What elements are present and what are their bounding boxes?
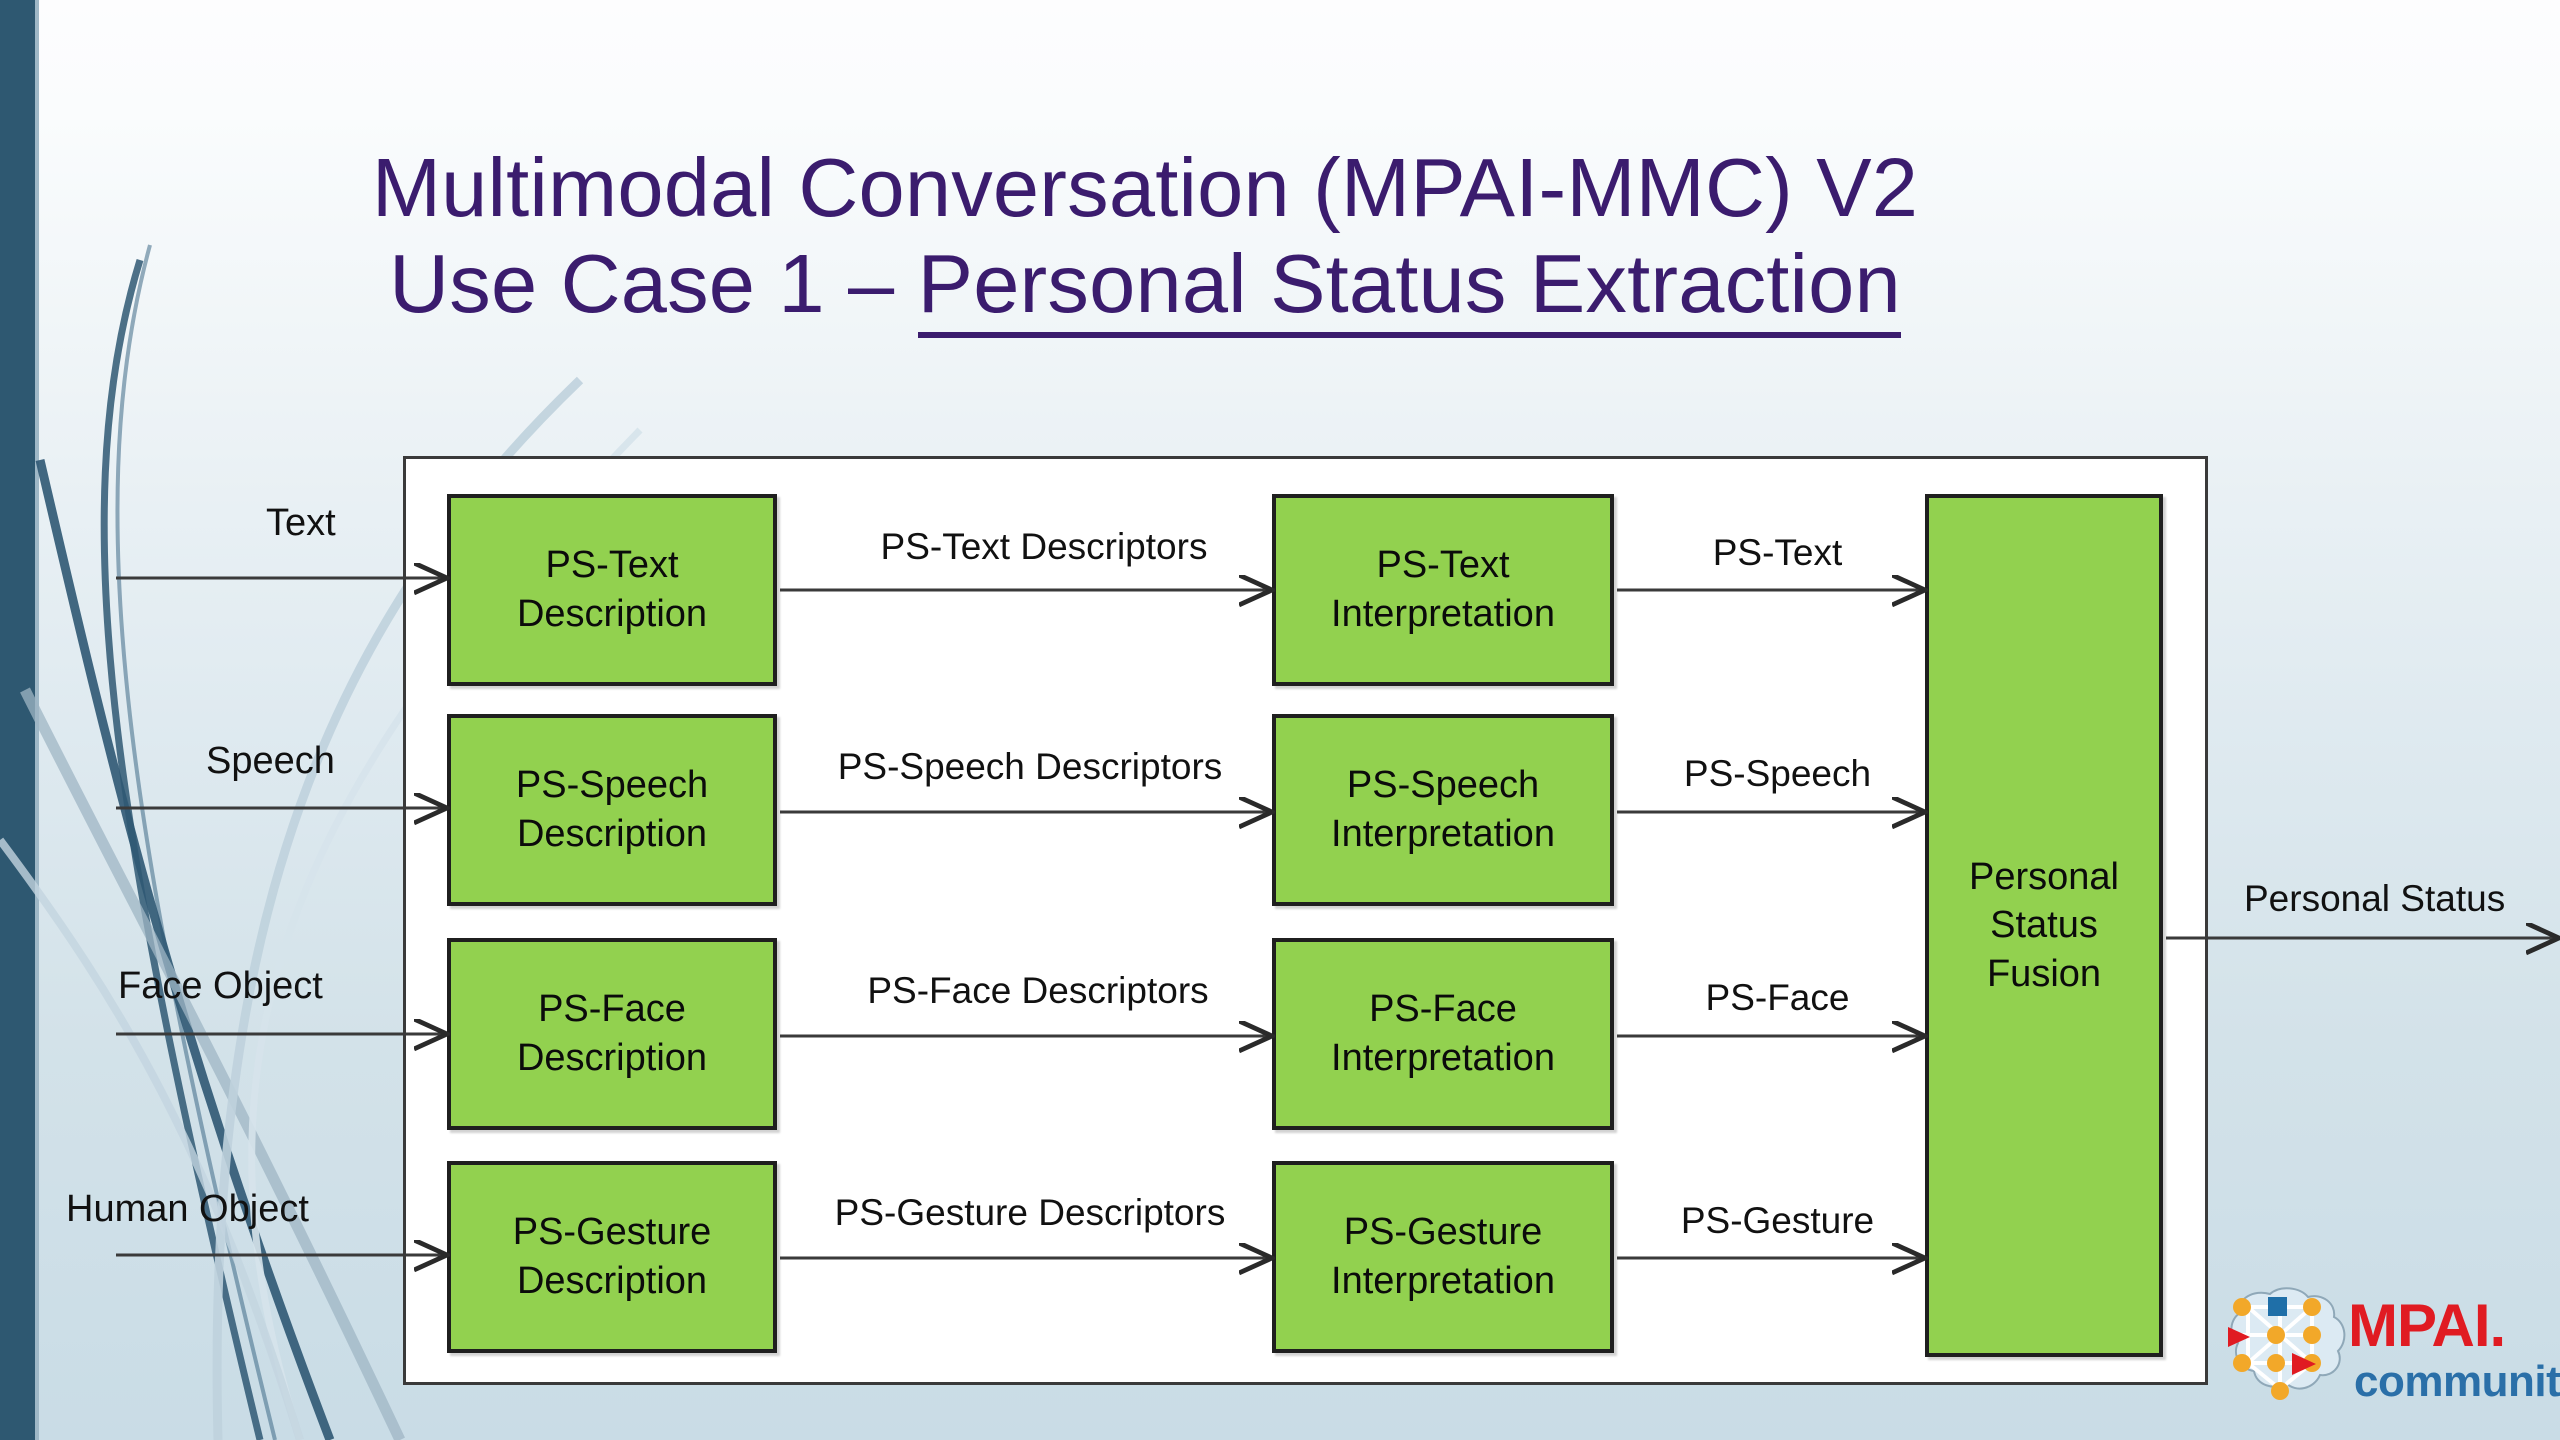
logo-blue-square bbox=[2268, 1297, 2287, 1316]
edge-label-personal-status: Personal Status bbox=[2244, 878, 2506, 919]
box-ps-speech-interpretation[interactable]: PS-Speech Interpretation bbox=[1272, 714, 1614, 906]
box-ps-gesture-interpretation[interactable]: PS-Gesture Interpretation bbox=[1272, 1161, 1614, 1353]
logo-tagline: community bbox=[2354, 1357, 2560, 1406]
mpai-logo: MPAI. community bbox=[2218, 1285, 2560, 1425]
box-line-2: Interpretation bbox=[1331, 593, 1555, 635]
box-line-2: Interpretation bbox=[1331, 813, 1555, 855]
edge-label-ps-face: PS-Face bbox=[1705, 977, 1850, 1018]
box-line-2: Status bbox=[1990, 904, 2098, 947]
input-label-face-object: Face Object bbox=[118, 965, 323, 1007]
box-line-1: PS-Gesture bbox=[1343, 1211, 1543, 1254]
box-line-2: Description bbox=[516, 1037, 708, 1079]
box-line-1: PS-Face bbox=[1369, 988, 1517, 1031]
edge-label-ps-gesture-descriptors: PS-Gesture Descriptors bbox=[834, 1192, 1226, 1233]
input-label-text: Text bbox=[266, 502, 336, 544]
box-line-1: PS-Speech bbox=[515, 764, 709, 807]
edge-label-ps-text-descriptors: PS-Text Descriptors bbox=[880, 526, 1208, 567]
edge-label-ps-face-descriptors: PS-Face Descriptors bbox=[867, 970, 1209, 1011]
box-line-3: Fusion bbox=[1986, 952, 2102, 995]
box-line-1: PS-Text bbox=[1376, 544, 1510, 587]
title-line-2-underlined: Personal Status Extraction bbox=[917, 237, 1901, 339]
mpai-brain-icon bbox=[2228, 1287, 2346, 1400]
title-line-1: Multimodal Conversation (MPAI-MMC) V2 bbox=[371, 141, 1919, 234]
box-line-2: Description bbox=[516, 593, 708, 635]
box-line-1: PS-Speech bbox=[1346, 764, 1540, 807]
box-ps-text-description[interactable]: PS-Text Description bbox=[447, 494, 777, 686]
edge-label-ps-speech-descriptors: PS-Speech Descriptors bbox=[837, 746, 1223, 787]
title-line-2-prefix: Use Case 1 – bbox=[389, 237, 918, 331]
box-ps-text-interpretation[interactable]: PS-Text Interpretation bbox=[1272, 494, 1614, 686]
logo-name: MPAI. bbox=[2348, 1292, 2506, 1359]
box-line-2: Description bbox=[516, 1260, 708, 1302]
box-ps-speech-description[interactable]: PS-Speech Description bbox=[447, 714, 777, 906]
logo-red-triangle-mid bbox=[2292, 1353, 2316, 1375]
box-ps-gesture-description[interactable]: PS-Gesture Description bbox=[447, 1161, 777, 1353]
box-line-1: PS-Text bbox=[545, 544, 679, 587]
title-line-2: Use Case 1 – Personal Status Extraction bbox=[0, 236, 2290, 339]
edge-label-ps-speech: PS-Speech bbox=[1683, 753, 1872, 794]
input-label-human-object: Human Object bbox=[66, 1188, 309, 1230]
box-line-1: PS-Face bbox=[538, 988, 686, 1031]
input-label-speech: Speech bbox=[206, 740, 335, 782]
box-line-1: PS-Gesture bbox=[512, 1211, 712, 1254]
slide-title: Multimodal Conversation (MPAI-MMC) V2 Us… bbox=[0, 140, 2290, 339]
box-ps-face-description[interactable]: PS-Face Description bbox=[447, 938, 777, 1130]
box-personal-status-fusion[interactable]: Personal Status Fusion bbox=[1925, 494, 2163, 1357]
box-line-2: Interpretation bbox=[1331, 1037, 1555, 1079]
logo-red-triangle-left bbox=[2228, 1327, 2250, 1347]
box-line-2: Description bbox=[516, 813, 708, 855]
edge-label-ps-gesture: PS-Gesture bbox=[1680, 1200, 1875, 1241]
box-ps-face-interpretation[interactable]: PS-Face Interpretation bbox=[1272, 938, 1614, 1130]
box-line-2: Interpretation bbox=[1331, 1260, 1555, 1302]
box-line-1: Personal bbox=[1969, 855, 2119, 898]
edge-label-ps-text: PS-Text bbox=[1712, 532, 1843, 573]
